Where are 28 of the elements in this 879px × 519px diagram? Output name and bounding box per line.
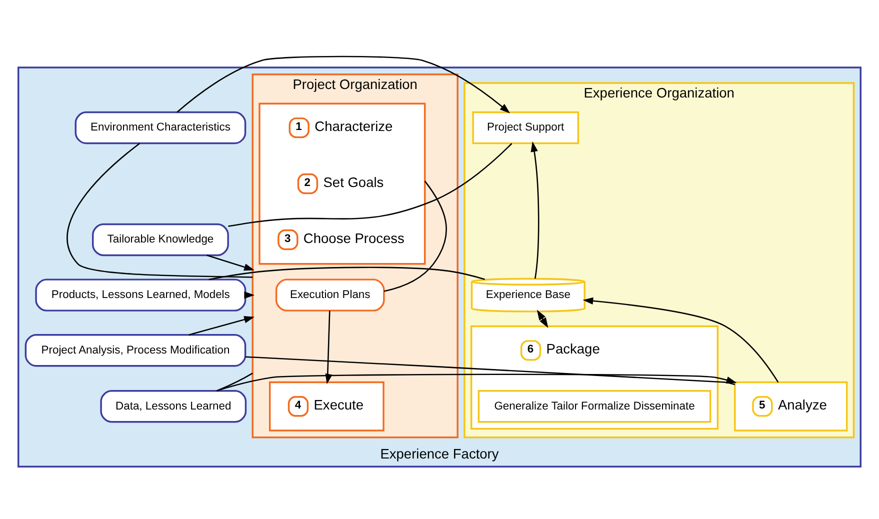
connector — [208, 266, 485, 280]
node-box: Tailorable Knowledge — [92, 222, 229, 256]
arrow — [530, 140, 540, 278]
node-label: Analyze — [778, 397, 827, 412]
node-box: Data, Lessons Learned — [100, 390, 247, 422]
arrow — [188, 316, 254, 336]
node-label: Choose Process — [303, 230, 404, 246]
node-box: Execution Plans — [275, 278, 385, 311]
arrow — [582, 296, 779, 382]
connector — [66, 142, 253, 278]
arrow — [176, 55, 510, 113]
node-label: Set Goals — [323, 174, 384, 190]
node-box: Project Analysis, Process Modification — [24, 334, 246, 366]
cluster — [470, 324, 719, 430]
cluster — [734, 380, 848, 431]
connector — [228, 142, 512, 226]
cluster — [268, 380, 384, 431]
node-box: Environment Characteristics — [74, 110, 246, 144]
node-label: Package — [546, 341, 600, 356]
node-box: Generalize Tailor Formalize Disseminate — [478, 390, 712, 422]
node-label: Execute — [314, 397, 364, 412]
arrow — [536, 309, 548, 328]
node-label: Characterize — [314, 118, 393, 134]
connector — [216, 372, 253, 391]
cluster — [258, 102, 426, 264]
connector — [384, 180, 447, 292]
arrow — [206, 254, 254, 270]
node-box: Project Support — [472, 110, 580, 144]
